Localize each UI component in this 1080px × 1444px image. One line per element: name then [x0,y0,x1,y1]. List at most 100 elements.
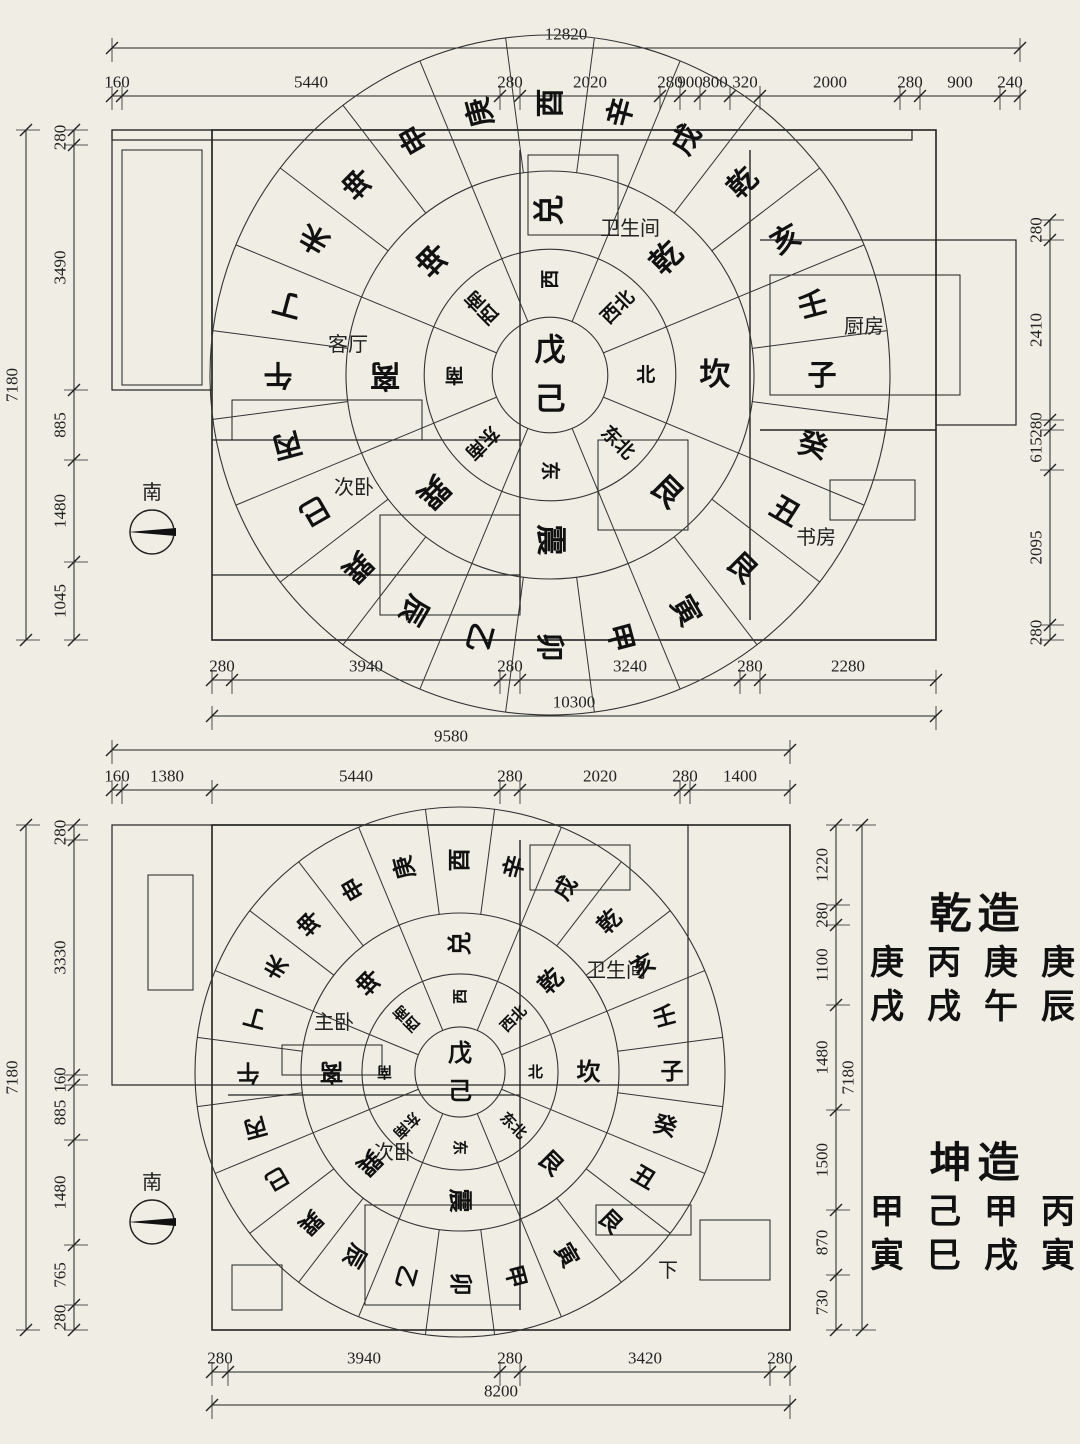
direction-divider [471,186,529,322]
mountain-label: 辰 [337,1239,371,1272]
mountain-divider [358,1218,400,1318]
center-ji: 己 [448,1077,472,1105]
direction-label: 东南 [461,422,504,465]
mountain-divider [298,861,364,947]
trigram-label: 乾 [643,235,690,282]
mountain-label: 辰 [392,589,436,631]
dining-table [597,439,689,531]
compass-ring [491,316,609,434]
female-title: 坤造 [929,1138,1026,1187]
dimension-label: 7180 [3,1061,22,1095]
dimension-label: 1380 [150,767,184,786]
bathtub [529,844,631,891]
mountain-label: 辛 [498,852,530,881]
room-label: 次卧 [334,475,374,499]
mountain-label: 申 [336,872,371,905]
mountain-divider [342,536,427,646]
mountain-label: 戌 [549,872,583,905]
mountain-label: 巽 [335,545,380,590]
south-arrow-icon [128,1218,176,1226]
trigram-label: 坎 [577,1058,601,1086]
mountain-label: 甲 [499,1262,530,1291]
mountain-label: 申 [392,118,436,160]
dimension-label: 280 [897,73,923,92]
mountain-label: 丁 [241,1002,270,1033]
dimension-label: 280 [767,1349,793,1368]
dimension-label: 280 [1027,217,1046,243]
direction-label: 西 [539,270,561,289]
dimension-label: 280 [497,1349,523,1368]
bazi-panel: 乾造 庚 丙 庚 庚 戌 戌 午 辰 坤造 甲 己 甲 丙 寅 巳 戌 寅 [870,880,1075,1278]
mountain-label: 酉 [533,88,567,117]
wardrobe [231,399,423,441]
female-stem: 丙 [1041,1192,1075,1232]
male-branch: 午 [984,987,1018,1027]
mountain-label: 未 [293,217,335,261]
trigram-label: 乾 [532,963,569,1000]
male-branch: 戌 [870,987,904,1027]
male-branch: 戌 [927,987,961,1027]
direction-label: 西南 [461,286,503,328]
mountain-divider [520,826,562,926]
trigram-label: 坎 [699,357,730,393]
direction-label: 东北 [496,1108,530,1142]
male-stems-row: 庚 丙 庚 庚 [870,941,1075,985]
direction-divider [398,1113,444,1220]
trigram-label: 兑 [532,195,568,226]
direction-label: 东北 [597,421,640,464]
trigram-label: 离 [319,1058,343,1086]
center-wu: 戊 [535,333,566,369]
dimension-label: 5440 [339,767,373,786]
dimension-label: 3240 [613,657,647,676]
dimension-label: 160 [51,1067,70,1093]
direction-divider [501,1010,608,1056]
mountain-label: 巳 [293,489,335,533]
mountain-divider [279,167,389,252]
mountain-divider [711,167,821,252]
direction-divider [603,296,739,354]
direction-divider [571,186,629,322]
sofa [147,874,194,991]
room-label: 书房 [796,525,836,549]
dimension-label: 2020 [573,73,607,92]
direction-label: 西北 [597,286,639,328]
mountain-divider [617,1036,723,1052]
dimension-label: 280 [51,820,70,846]
bed [379,514,521,616]
dimension-label: 280 [51,1305,70,1331]
trigram-label: 兑 [446,931,474,955]
direction-label: 东 [539,461,562,480]
dimension-label: 12820 [545,25,588,44]
dimension-label: 2280 [831,657,865,676]
mountain-label: 癸 [793,425,832,466]
dimension-label: 1480 [51,494,70,528]
dimension-label: 3940 [349,657,383,676]
mountain-divider [424,809,440,915]
female-stem: 甲 [984,1192,1018,1232]
direction-label: 西 [451,989,469,1004]
female-branch: 巳 [927,1236,961,1276]
dimension-label: 1045 [51,584,70,618]
dimension-label: 8200 [484,1382,518,1401]
mountain-label: 壬 [794,284,831,324]
mountain-divider [606,1132,706,1174]
mountain-label: 坤 [335,160,380,205]
compass-ring [414,1026,506,1118]
mountain-label: 坤 [293,905,328,940]
dimension-label: 280 [1027,412,1046,438]
trigram-label: 震 [446,1189,474,1214]
mountain-divider [738,244,865,298]
mountain-label: 丙 [269,425,306,465]
mountain-label: 乾 [592,904,627,939]
room-label: 下 [658,1258,678,1282]
direction-divider [471,428,529,564]
mountain-divider [627,563,681,690]
direction-label: 南 [445,364,464,386]
mountain-divider [711,498,821,583]
mountain-divider [358,826,400,926]
dimension-label: 2095 [1027,531,1046,565]
mountain-divider [520,1218,562,1318]
direction-label: 东 [451,1140,469,1155]
mountain-label: 亥 [764,217,806,261]
